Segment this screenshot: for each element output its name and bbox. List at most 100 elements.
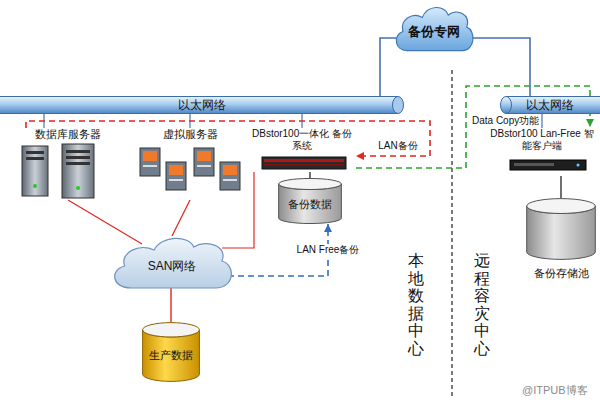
- client-chassis: [510, 160, 586, 170]
- connector: [309, 172, 310, 178]
- bar-cap: [501, 97, 512, 114]
- text-box: 备份专网: [392, 2, 476, 54]
- site-name: 本地数据中心: [408, 252, 424, 358]
- connector: [68, 200, 142, 244]
- drive-slot: [26, 151, 44, 154]
- server-group: 数据库服务器: [16, 128, 120, 200]
- storage-pool-cylinder: 备份存储池: [526, 198, 596, 280]
- connector: [541, 114, 542, 128]
- text-box: 数据库服务器: [16, 128, 120, 200]
- text-box: SAN网络: [108, 232, 236, 292]
- text-box: 生产数据: [142, 322, 200, 382]
- site-name: 远程容灾中心: [474, 252, 490, 358]
- vm-slot: [197, 165, 211, 167]
- production-data-cylinder: 生产数据: [142, 322, 200, 382]
- appliance-stripe: [264, 164, 344, 166]
- database-server-icons: [22, 144, 94, 198]
- server-group: 虚拟服务器: [134, 128, 246, 200]
- bar-edge: [506, 96, 600, 97]
- text-box: 备份数据: [278, 178, 342, 224]
- bar-cap: [393, 97, 404, 114]
- backup-appliance: DBstor100一体化 备份系统: [248, 128, 356, 172]
- vm-screen: [223, 165, 237, 175]
- vm-screen: [143, 151, 157, 161]
- cylinder-outline: [526, 198, 596, 260]
- node-text: 备份数据: [288, 198, 332, 211]
- appliance-stripe: [264, 159, 344, 162]
- cylinder-top: [527, 199, 596, 214]
- drive-slot: [26, 157, 44, 160]
- vm-icon: [220, 162, 240, 190]
- node-text: 虚拟服务器: [163, 128, 218, 141]
- ethernet-bar: 以太网络: [0, 96, 404, 114]
- connector-label: LAN Free备份: [295, 244, 362, 256]
- connector: [470, 38, 530, 96]
- node-text: SAN网络: [148, 259, 197, 273]
- lan-free-client: DBstor100 Lan-Free 智能客户端: [486, 128, 598, 176]
- vm-slot: [169, 179, 183, 181]
- client-led: [577, 164, 580, 167]
- server-tower: [22, 146, 48, 196]
- bar-edge: [0, 113, 398, 114]
- text-box: 以太网络: [500, 96, 600, 114]
- connector: [170, 288, 171, 322]
- cylinder-body: [143, 330, 200, 382]
- client-ports: [514, 163, 554, 166]
- cloud-shape: [115, 238, 232, 288]
- node-text: 生产数据: [149, 349, 193, 362]
- text-box: 以太网络: [0, 96, 404, 114]
- text-box: 虚拟服务器: [134, 128, 246, 200]
- vm-screen: [197, 151, 211, 161]
- connector: [26, 121, 430, 156]
- bar-edge: [506, 113, 600, 114]
- bar-body: [0, 96, 398, 114]
- appliance-chassis: [262, 157, 346, 169]
- node-text: 以太网络: [526, 98, 574, 112]
- vm-slot: [223, 179, 237, 181]
- drive-slot: [66, 156, 90, 159]
- storage-cylinder: 备份数据: [278, 178, 342, 224]
- connector: [172, 200, 190, 236]
- vm-slot: [143, 165, 157, 167]
- node-text: 备份专网: [408, 24, 460, 40]
- bar-body: [506, 96, 600, 114]
- node-text: 备份存储池: [534, 267, 589, 280]
- vm-screen: [169, 165, 183, 175]
- cylinder-body: [527, 206, 596, 259]
- site-divider: [451, 70, 452, 398]
- connector: [560, 176, 561, 198]
- text-box: DBstor100一体化 备份系统: [248, 128, 356, 172]
- ethernet-bar: 以太网络: [500, 96, 600, 114]
- bar-edge: [0, 96, 398, 97]
- drive-slot: [66, 162, 90, 165]
- vm-tower: [194, 148, 214, 176]
- node-text: DBstor100一体化 备份系统: [248, 128, 356, 152]
- lan-free-client-device: [510, 160, 586, 170]
- vm-tower: [220, 162, 240, 190]
- vm-icon: [140, 148, 160, 176]
- vm-icon: [166, 162, 186, 190]
- cylinder-top: [279, 178, 342, 189]
- power-led: [33, 184, 37, 188]
- power-led: [76, 186, 80, 190]
- text-box: DBstor100 Lan-Free 智能客户端: [486, 128, 598, 176]
- virtual-server-icons: [140, 148, 240, 190]
- connector: [380, 38, 398, 96]
- cloud-shape: [396, 7, 473, 50]
- vm-icon: [194, 148, 214, 176]
- cylinder-top: [143, 323, 200, 337]
- server-tower: [62, 144, 94, 198]
- connector-label: Data Copy功能: [470, 115, 541, 127]
- text-box: 备份存储池: [526, 198, 596, 280]
- vm-tower: [166, 162, 186, 190]
- watermark: @ITPUB博客: [522, 383, 588, 398]
- vm-tower: [140, 148, 160, 176]
- backup-network-cloud: 备份专网: [392, 2, 476, 54]
- node-text: DBstor100 Lan-Free 智能客户端: [486, 128, 598, 152]
- drive-slot: [66, 150, 90, 153]
- backup-appliance: [262, 157, 346, 169]
- connector-label: LAN备份: [376, 140, 419, 152]
- connector: [222, 172, 254, 248]
